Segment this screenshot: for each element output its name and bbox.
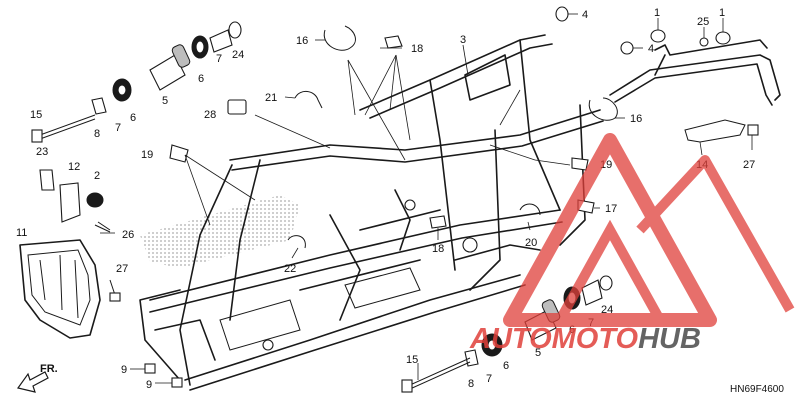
callout-6: 6 bbox=[569, 324, 575, 336]
callout-15: 15 bbox=[30, 109, 42, 121]
front-direction-label: FR. bbox=[40, 363, 58, 375]
callout-17: 17 bbox=[605, 203, 617, 215]
callout-11: 11 bbox=[16, 227, 27, 239]
watermark-text: AUTOMOTOHUB bbox=[469, 323, 701, 355]
callout-28: 28 bbox=[204, 109, 216, 121]
rear-subframe bbox=[609, 39, 781, 143]
callout-6: 6 bbox=[130, 112, 136, 124]
callout-4: 4 bbox=[582, 9, 588, 21]
callout-22: 22 bbox=[284, 263, 296, 275]
callout-27: 27 bbox=[116, 263, 128, 275]
callout-1: 1 bbox=[719, 7, 725, 19]
diagram-code: HN69F4600 bbox=[730, 384, 784, 395]
callout-7: 7 bbox=[216, 53, 222, 65]
callout-7: 7 bbox=[115, 122, 121, 134]
callout-20: 20 bbox=[525, 237, 537, 249]
callout-26: 26 bbox=[122, 229, 134, 241]
callout-6: 6 bbox=[503, 360, 509, 372]
front-guard bbox=[19, 239, 101, 339]
callout-27: 27 bbox=[743, 159, 755, 171]
callout-12: 12 bbox=[68, 161, 80, 173]
watermark-text-dark: HUB bbox=[638, 323, 701, 355]
callout-21: 21 bbox=[265, 92, 277, 104]
callout-23: 23 bbox=[36, 146, 48, 158]
callout-8: 8 bbox=[94, 128, 100, 140]
callout-2: 2 bbox=[94, 170, 100, 182]
callout-1: 1 bbox=[654, 7, 660, 19]
callout-7: 7 bbox=[486, 373, 492, 385]
callout-19: 19 bbox=[141, 149, 153, 161]
watermark-text-red: AUTOMOTO bbox=[469, 323, 639, 355]
callout-18: 18 bbox=[411, 43, 423, 55]
front-direction-arrow: FR. bbox=[16, 363, 58, 393]
leader-lines bbox=[100, 13, 753, 384]
callout-9: 9 bbox=[121, 364, 127, 376]
main-frame bbox=[139, 34, 604, 391]
callout-15: 15 bbox=[406, 354, 418, 366]
skid-plate-shading bbox=[140, 195, 300, 268]
callout-5: 5 bbox=[535, 347, 541, 359]
parts-group-front-left bbox=[31, 21, 242, 302]
callout-18: 18 bbox=[432, 243, 444, 255]
callout-6: 6 bbox=[198, 73, 204, 85]
callout-16: 16 bbox=[296, 35, 308, 47]
callout-9: 9 bbox=[146, 379, 152, 391]
callout-5: 5 bbox=[162, 95, 168, 107]
callout-8: 8 bbox=[468, 378, 474, 390]
callout-3: 3 bbox=[460, 34, 466, 46]
callout-24: 24 bbox=[232, 49, 244, 61]
callout-25: 25 bbox=[697, 16, 709, 28]
watermark-logo bbox=[503, 133, 795, 327]
callout-16: 16 bbox=[630, 113, 642, 125]
callout-4: 4 bbox=[648, 43, 654, 55]
